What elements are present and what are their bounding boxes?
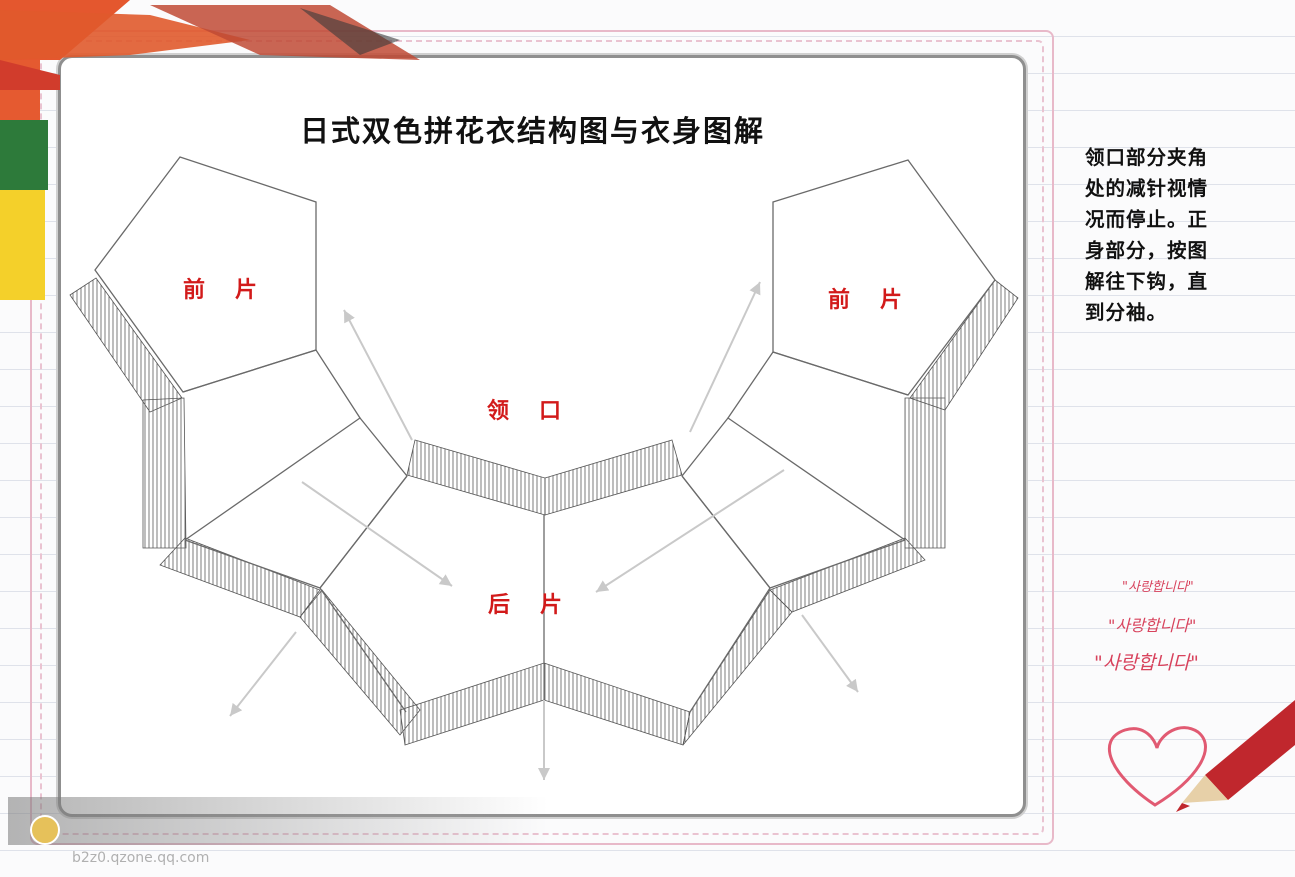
- garment-outline: [94, 156, 996, 713]
- front-right-label: 前片: [828, 288, 933, 313]
- logo-icon: [30, 815, 60, 845]
- direction-arrows: [229, 281, 859, 780]
- front-left-label: 前片: [183, 278, 288, 303]
- note-line: 身部分，按图: [1085, 239, 1209, 262]
- watermark-url: b2z0.qzone.qq.com: [72, 850, 210, 866]
- pencil-icon: [1176, 700, 1295, 812]
- korean-text-large: "사랑합니다": [1094, 652, 1199, 674]
- note-line: 领口部分夹角: [1085, 146, 1209, 169]
- crochet-stitch-bands: [69, 277, 1019, 746]
- note-line: 况而停止。正: [1085, 208, 1209, 231]
- diagram-title: 日式双色拼花衣结构图与衣身图解: [300, 114, 766, 148]
- back-label: 后片: [488, 593, 593, 618]
- note-line: 处的减针视情: [1085, 177, 1209, 200]
- note-line: 解往下钩，直: [1085, 270, 1209, 293]
- instruction-note: 领口部分夹角 处的减针视情 况而停止。正 身部分，按图 解往下钩，直 到分袖。: [1085, 142, 1281, 328]
- pencils-decoration: [0, 0, 420, 300]
- note-line: 到分袖。: [1085, 301, 1168, 324]
- watermark-bar: [8, 797, 548, 845]
- heart-icon: [1107, 726, 1207, 807]
- neckline-label: 领口: [487, 399, 592, 424]
- korean-text-medium: "사랑합니다": [1108, 616, 1197, 635]
- korean-text-small: "사랑합니다": [1122, 580, 1194, 595]
